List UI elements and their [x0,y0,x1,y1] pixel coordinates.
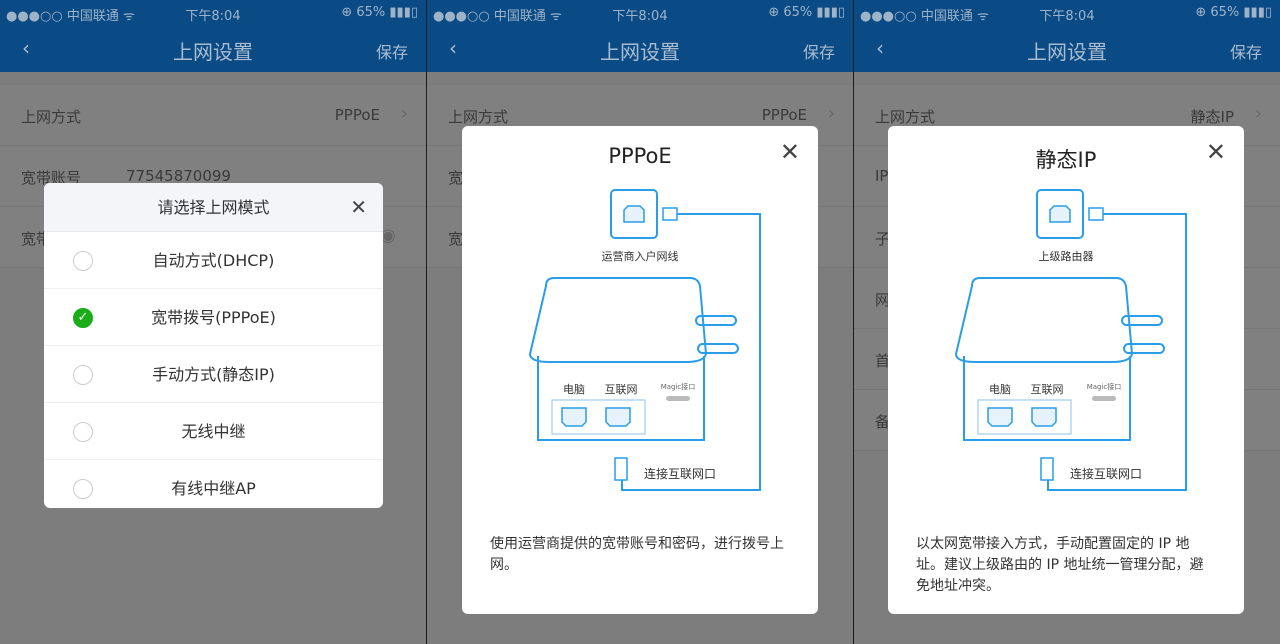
magic-port-label: Magic接口 [661,382,696,391]
lan-ports [977,399,1072,435]
phone-screen-2: ●●●○○ 中国联通 ᯤ 下午8:04 ⊕ 65% ▮▮▮▯ ‹ 上网设置 保存 上网方… [427,0,853,644]
option-pppoe[interactable]: ✓ 宽带拨号(PPPoE) [44,289,383,346]
row-value: PPPoE [334,106,380,124]
connect-label: 连接互联网口 [644,466,716,481]
router-body [528,277,708,363]
dialog-description: 以太网宽带接入方式，手动配置固定的 IP 地址。建议上级路由的 IP 地址统一管… [916,536,1204,594]
wan-plug-icon [1040,457,1054,481]
phone-screen-3: ●●●○○ 中国联通 ᯤ 下午8:04 ⊕ 65% ▮▮▮▯ ‹ 上网设置 保存 上网方… [854,0,1280,644]
cable-plug-icon [662,207,678,221]
carrier: ●●●○○ 中国联通 ᯤ [6,9,135,24]
carrier: ●●●○○ 中国联通 ᯤ [433,9,562,24]
radio-icon[interactable] [73,365,93,385]
eye-icon[interactable]: ◉ [380,225,396,246]
back-icon[interactable]: ‹ [449,36,457,60]
cable-line [621,213,761,491]
row-label: 上网方式 [875,108,936,126]
cable-plug-icon [1088,207,1104,221]
row-label: 子 [875,230,891,248]
row-mode[interactable]: 上网方式 PPPoE › [0,85,426,146]
source-label: 运营商入户网线 [602,249,679,263]
status-bar: ●●●○○ 中国联通 ᯤ 下午8:04 ⊕ 65% ▮▮▮▯ [0,0,426,26]
connection-diagram: 上级路由器 电脑 互联网 Magic接口 连接互联网口 [954,189,1187,491]
row-label: 上网方式 [448,108,509,126]
port-pc-label: 电脑 [563,383,585,396]
picker-title: 请选择上网模式 [157,198,270,217]
row-label: 首 [875,352,891,370]
option-label: 宽带拨号(PPPoE) [151,308,276,327]
option-dhcp[interactable]: 自动方式(DHCP) [44,232,383,289]
port-wan-label: 互联网 [605,383,638,396]
option-repeater[interactable]: 无线中继 [44,403,383,460]
battery: ⊕ 65% ▮▮▮▯ [1195,5,1272,20]
row-label: 备 [875,413,891,431]
row-label: IP [875,167,889,185]
row-label: 上网方式 [21,108,82,126]
chevron-right-icon: › [400,103,408,124]
row-value: 77545870099 [126,167,231,185]
save-button[interactable]: 保存 [375,43,408,62]
chevron-right-icon: › [1254,103,1262,124]
connect-label: 连接互联网口 [1070,466,1142,481]
time: 下午8:04 [1039,9,1095,24]
pppoe-info-dialog: PPPoE ✕ 运营商入户网线 电脑 互联网 Magic接口 连接互联网口 使用… [462,126,818,614]
status-bar: ●●●○○ 中国联通 ᯤ 下午8:04 ⊕ 65% ▮▮▮▯ [854,0,1280,26]
row-label: 宽 [448,230,464,248]
option-label: 无线中继 [181,422,246,441]
magic-port-label: Magic接口 [1087,382,1122,391]
option-static[interactable]: 手动方式(静态IP) [44,346,383,403]
row-label: 宽带 [21,230,52,248]
option-label: 有线中继AP [171,479,256,498]
dialog-description: 使用运营商提供的宽带账号和密码，进行拨号上网。 [490,536,784,573]
row-label: 网 [875,291,891,309]
static-ip-info-dialog: 静态IP ✕ 上级路由器 电脑 互联网 Magic接口 连接互联网口 以太网宽带… [888,126,1244,614]
check-circle-icon[interactable]: ✓ [73,308,93,328]
page-title: 上网设置 [1027,40,1107,64]
battery: ⊕ 65% ▮▮▮▯ [768,5,845,20]
close-icon[interactable]: ✕ [779,138,800,166]
row-value: PPPoE [761,106,807,124]
port-wan-label: 互联网 [1031,383,1064,396]
close-icon[interactable]: ✕ [350,195,367,219]
dialog-title: 静态IP [1035,148,1097,172]
option-label: 自动方式(DHCP) [152,251,275,270]
row-value: 静态IP [1190,108,1234,126]
close-icon[interactable]: ✕ [1205,138,1226,166]
nav-bar: ‹ 上网设置 保存 [0,26,426,72]
source-label: 上级路由器 [1039,249,1094,263]
connection-diagram: 运营商入户网线 电脑 互联网 Magic接口 连接互联网口 [528,189,761,491]
radio-icon[interactable] [73,422,93,442]
cable-line [1047,213,1187,491]
time: 下午8:04 [185,9,241,24]
mode-picker: 请选择上网模式 ✕ 自动方式(DHCP) ✓ 宽带拨号(PPPoE) 手动方式(静态… [44,183,383,508]
phone-screen-1: ●●●○○ 中国联通 ᯤ 下午8:04 ⊕ 65% ▮▮▮▯ ‹ 上网设置 保存 上网方… [0,0,426,644]
router-body [954,277,1134,363]
nav-bar: ‹ 上网设置 保存 [427,26,853,72]
option-label: 手动方式(静态IP) [152,365,275,384]
back-icon[interactable]: ‹ [876,36,884,60]
row-label: 宽 [448,169,464,187]
save-button[interactable]: 保存 [1229,43,1262,62]
lan-ports [551,399,646,435]
row-label: 宽带账号 [21,169,82,187]
wan-plug-icon [614,457,628,481]
nav-bar: ‹ 上网设置 保存 [854,26,1280,72]
dialog-title: PPPoE [608,144,672,168]
chevron-right-icon: › [827,103,835,124]
status-bar: ●●●○○ 中国联通 ᯤ 下午8:04 ⊕ 65% ▮▮▮▯ [427,0,853,26]
port-pc-label: 电脑 [989,383,1011,396]
back-icon[interactable]: ‹ [22,36,30,60]
time: 下午8:04 [612,9,668,24]
carrier: ●●●○○ 中国联通 ᯤ [860,9,989,24]
wall-jack-icon [610,189,658,239]
battery: ⊕ 65% ▮▮▮▯ [341,5,418,20]
wall-jack-icon [1036,189,1084,239]
page-title: 上网设置 [173,40,253,64]
radio-icon[interactable] [73,251,93,271]
option-wired-ap[interactable]: 有线中继AP [44,460,383,508]
radio-icon[interactable] [73,479,93,499]
save-button[interactable]: 保存 [802,43,835,62]
page-title: 上网设置 [600,40,680,64]
